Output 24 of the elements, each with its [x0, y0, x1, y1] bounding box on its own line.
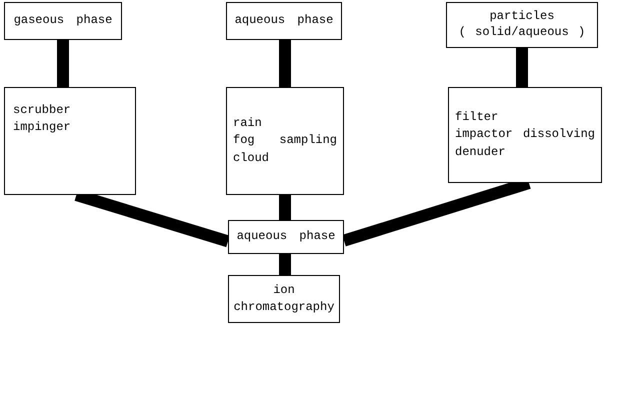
- connector-line: [279, 40, 291, 87]
- connector-line: [516, 48, 528, 87]
- box-label: scrubber impinger: [13, 102, 72, 136]
- process-box: [226, 87, 344, 195]
- box-label: ion chromatography: [234, 282, 334, 316]
- process-box: [4, 87, 136, 195]
- box-label: filter impactor denuder: [455, 108, 513, 161]
- process-box: [226, 2, 342, 40]
- connector-line: [57, 40, 69, 87]
- connector-line: [279, 254, 291, 275]
- connector-line: [279, 195, 291, 220]
- box-label: rain fog cloud: [233, 114, 270, 167]
- process-box: [446, 2, 598, 48]
- box-label: aqueous phase: [236, 228, 336, 246]
- box-label: dissolving: [522, 126, 595, 144]
- process-box: [228, 220, 344, 254]
- box-label: ( solid/aqueous ): [458, 25, 586, 41]
- box-label: sampling: [279, 132, 337, 150]
- process-box: [448, 87, 602, 183]
- process-box: [4, 2, 122, 40]
- box-label: particles: [490, 9, 554, 25]
- box-label: aqueous phase: [234, 12, 334, 30]
- box-label: gaseous phase: [14, 12, 112, 30]
- process-box: [228, 275, 340, 323]
